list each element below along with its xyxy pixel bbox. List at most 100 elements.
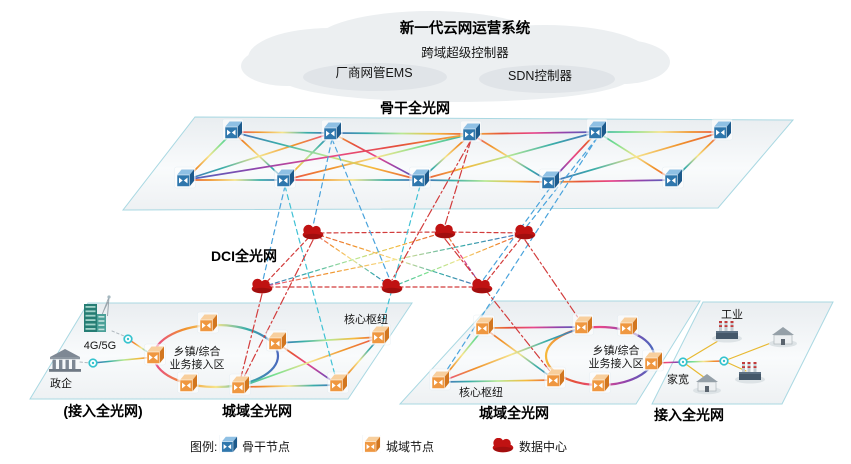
- layer-connector: [444, 139, 472, 226]
- site-link: [79, 361, 91, 364]
- datacenter-cloud: [514, 224, 536, 240]
- layer-connector: [312, 138, 333, 227]
- house-icon: [693, 374, 721, 395]
- metro-node: [429, 368, 451, 391]
- layer-connector: [524, 239, 582, 323]
- metro-link: [483, 327, 556, 381]
- backbone-link: [331, 132, 472, 135]
- metro-link: [439, 326, 584, 383]
- metro-node: [266, 329, 288, 352]
- metro-node: [144, 343, 166, 366]
- house-icon: [769, 327, 797, 348]
- backbone-node: [222, 118, 244, 141]
- backbone-node: [586, 118, 608, 141]
- backbone-link: [232, 131, 421, 181]
- management-cloud-shape: [303, 63, 447, 91]
- dci-link: [261, 231, 446, 288]
- backbone-node: [321, 119, 343, 142]
- datacenter-cloud-glyph: [492, 438, 514, 453]
- backbone-node: [409, 166, 431, 189]
- datacenter-cloud: [302, 224, 324, 240]
- site-link: [111, 330, 125, 337]
- backbone-node: [274, 166, 296, 189]
- metro2-title: 城域全光网: [479, 405, 549, 421]
- site-home-label: 家宽: [667, 374, 689, 386]
- layer-connector: [442, 137, 598, 377]
- backbone-node: [174, 166, 196, 189]
- layer-connector: [444, 238, 554, 376]
- site-industry-label: 工业: [721, 309, 743, 321]
- access-plane: [651, 301, 834, 405]
- backbone-link: [470, 131, 598, 135]
- metro-link: [239, 384, 339, 388]
- datacenter-cloud: [251, 278, 273, 294]
- dci-link: [312, 232, 483, 288]
- dci-layer-title: DCI全光网: [210, 248, 278, 264]
- metro-node-icon: [362, 435, 381, 453]
- backbone-link: [419, 131, 598, 181]
- layer-connector: [262, 185, 286, 281]
- metro-node: [369, 323, 391, 346]
- metro-node-glyph: [362, 435, 381, 453]
- optical-splitter-node: [719, 356, 729, 366]
- factory-icon: [712, 321, 742, 343]
- metro-node: [177, 371, 199, 394]
- backbone-link: [549, 131, 723, 183]
- dci-link: [312, 231, 446, 234]
- metro-link: [483, 326, 584, 329]
- government-building-icon: [49, 349, 81, 372]
- backbone-link: [549, 179, 674, 183]
- cloud-sdn-label: SDN控制器: [508, 69, 572, 83]
- layer-connector: [239, 293, 263, 382]
- optical-splitter-node: [123, 334, 133, 344]
- metro-link: [239, 336, 381, 388]
- metro-node: [642, 349, 664, 372]
- backbone-link: [284, 133, 472, 181]
- dci-link: [444, 231, 483, 288]
- cloud-system-title: 新一代云网运营系统: [399, 21, 531, 37]
- dci-link: [261, 232, 526, 288]
- legend-label-datacenter: 数据中心: [519, 440, 568, 454]
- layer-connector: [380, 185, 421, 331]
- site-gov-label: 政企: [50, 378, 72, 390]
- legend-label-backbone: 骨干节点: [242, 440, 291, 454]
- backbone-link: [232, 131, 333, 134]
- dci-link: [261, 232, 314, 288]
- layer-connector: [241, 239, 314, 382]
- backbone-link: [184, 132, 333, 181]
- backbone-link: [596, 131, 674, 181]
- metro-node: [327, 371, 349, 394]
- metro-node: [229, 373, 251, 396]
- management-cloud-shape: [479, 65, 615, 93]
- metro-node: [589, 371, 611, 394]
- metro1-access-title: (接入全光网): [63, 403, 143, 419]
- dci-link: [391, 232, 526, 288]
- layer-connector: [526, 137, 598, 227]
- backbone-layer-title: 骨干全光网: [380, 100, 450, 116]
- metro-node: [197, 311, 219, 334]
- datacenter-cloud: [434, 223, 456, 239]
- metro1-title: 城域全光网: [222, 403, 292, 419]
- metro-link: [439, 379, 556, 383]
- metro-node: [544, 366, 566, 389]
- datacenter-cloud: [381, 278, 403, 294]
- backbone-node: [539, 168, 561, 191]
- optical-splitter-node: [88, 358, 98, 368]
- factory-icon: [735, 362, 765, 384]
- legend-title: 图例:: [190, 440, 218, 454]
- backbone-node: [662, 166, 684, 189]
- metro1-hub-label: 核心枢纽: [344, 314, 388, 326]
- layer-connector: [331, 138, 391, 281]
- backbone-node: [711, 118, 733, 141]
- backbone-node-icon: [219, 435, 238, 453]
- metro-node: [473, 314, 495, 337]
- dci-link: [481, 232, 526, 288]
- access-fiber-link: [682, 360, 725, 363]
- dci-link: [444, 231, 526, 234]
- metro2-township-label: 乡镇/综合 业务接入区: [588, 345, 644, 370]
- layer-connector: [284, 185, 337, 380]
- access-drop-link: [682, 340, 719, 363]
- access-drop-link: [723, 340, 777, 362]
- cloud-super-controller-label: 跨域超级控制器: [421, 46, 509, 60]
